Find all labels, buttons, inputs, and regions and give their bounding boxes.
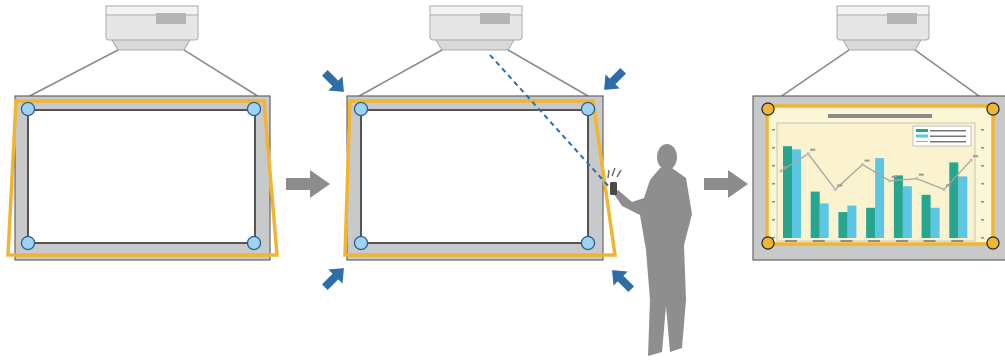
chart-x-tick-label [896, 240, 908, 242]
chart-data-label [810, 149, 815, 151]
chart-line-point [779, 169, 782, 172]
chart-y2-tick-label [981, 201, 984, 203]
chart-data-label [919, 174, 924, 176]
next-step-arrow-icon [286, 170, 330, 198]
projector-icon [430, 6, 522, 50]
chart-y2-tick-label [981, 147, 984, 149]
chart-data-label [783, 166, 788, 168]
chart-bar [958, 176, 967, 238]
chart-x-tick-label [785, 240, 797, 242]
chart-y2-tick-label [981, 219, 984, 221]
chart-line-point [888, 179, 891, 182]
chart-line-point [970, 159, 973, 162]
legend [913, 126, 971, 146]
chart-bar [922, 195, 931, 238]
chart-data-label [973, 155, 978, 157]
chart-y2-tick-label [981, 183, 984, 185]
next-step-arrow-icon [704, 170, 748, 198]
chart-line-point [915, 177, 918, 180]
chart-y2-tick-label [981, 165, 984, 167]
chart-y-tick-label [772, 219, 775, 221]
chart-x-tick-label [868, 240, 880, 242]
chart-line-point [834, 188, 837, 191]
chart-data-label [892, 176, 897, 178]
chart-x-tick-label [951, 240, 963, 242]
chart-title-placeholder [828, 114, 932, 118]
projector-icon [106, 6, 198, 50]
step-3-group [753, 6, 1005, 260]
projector-icon [837, 6, 929, 50]
chart-y-tick-label [772, 147, 775, 149]
screen [347, 96, 603, 260]
projected-chart [772, 114, 984, 242]
chart-y-tick-label [772, 165, 775, 167]
chart-bar [931, 208, 940, 238]
step-2-group [318, 6, 639, 296]
chart-x-tick-label [924, 240, 936, 242]
chart-line-point [942, 188, 945, 191]
chart-data-label [946, 184, 951, 186]
chart-bar [875, 158, 884, 238]
chart-bar [811, 192, 820, 238]
chart-bar [903, 186, 912, 238]
chart-x-tick-label [840, 240, 852, 242]
chart-bar [847, 206, 856, 238]
projection-line-right [184, 50, 264, 100]
person-with-remote-icon [608, 144, 692, 356]
step-1-group [8, 6, 277, 260]
projection-line-left [22, 50, 118, 100]
chart-y2-tick-label [981, 129, 984, 131]
chart-line-point [807, 152, 810, 155]
screen [15, 96, 270, 260]
chart-bar [866, 208, 875, 238]
chart-y-tick-label [772, 183, 775, 185]
chart-y2-tick-label [981, 237, 984, 239]
chart-y-tick-label [772, 129, 775, 131]
chart-data-label [865, 160, 870, 162]
chart-line-point [861, 163, 864, 166]
chart-bar [838, 212, 847, 238]
chart-bar [949, 162, 958, 238]
chart-y-tick-label [772, 201, 775, 203]
chart-bar [783, 146, 792, 238]
chart-bar [820, 203, 829, 238]
chart-bar [894, 175, 903, 238]
chart-data-label [837, 184, 842, 186]
chart-x-tick-label [813, 240, 825, 242]
